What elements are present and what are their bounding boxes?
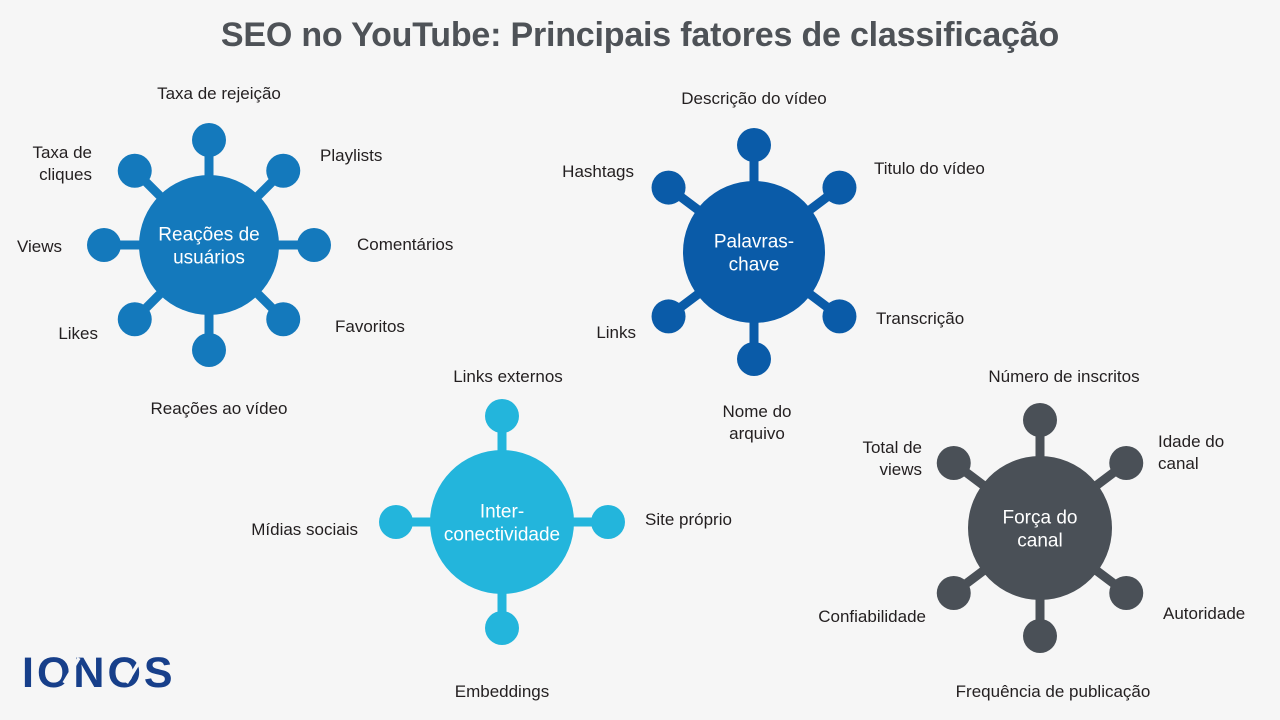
satellite-node[interactable] (117, 302, 152, 337)
hub-circle-reacoes-de-usuarios[interactable] (139, 175, 279, 315)
satellite-label: Reações ao vídeo (150, 399, 287, 418)
satellite-label: Links externos (453, 367, 563, 386)
satellite-node[interactable] (651, 299, 686, 334)
satellite-node[interactable] (192, 123, 226, 157)
satellite-label: Hashtags (562, 162, 634, 181)
hub-label-inter-conectividade: Inter-conectividade (444, 502, 560, 546)
satellite-label: Favoritos (335, 317, 405, 336)
satellite-label: Playlists (320, 146, 382, 165)
satellite-label: Número de inscritos (988, 367, 1139, 386)
satellite-label: Frequência de publicação (956, 682, 1151, 701)
satellite-label: Autoridade (1163, 604, 1245, 623)
satellite-node[interactable] (936, 446, 971, 481)
hub-label-palavras-chave: Palavras-chave (714, 232, 794, 276)
satellite-node[interactable] (737, 342, 771, 376)
hub-circle-inter-conectividade[interactable] (430, 450, 574, 594)
satellite-label: Links (596, 323, 636, 342)
satellite-label: Mídias sociais (251, 520, 358, 539)
satellite-label: Taxa de rejeição (157, 84, 281, 103)
satellite-node[interactable] (651, 170, 686, 205)
satellite-node[interactable] (936, 575, 971, 610)
satellite-label: Likes (58, 324, 98, 343)
page-title: SEO no YouTube: Principais fatores de cl… (220, 16, 1060, 54)
hub-circle-palavras-chave[interactable] (683, 181, 825, 323)
hub-circle-forca-do-canal[interactable] (968, 456, 1112, 600)
ionos-o-slash (124, 657, 144, 684)
satellite-label: Views (17, 237, 62, 256)
satellite-label: Titulo do vídeo (874, 159, 985, 178)
ionos-logo: IONOS (22, 649, 176, 697)
satellite-node[interactable] (117, 153, 152, 188)
satellite-node[interactable] (87, 228, 121, 262)
ionos-o-slash (62, 657, 81, 684)
satellite-label: Transcrição (876, 309, 964, 328)
satellite-label: Site próprio (645, 510, 732, 529)
satellite-node[interactable] (822, 170, 857, 205)
satellite-node[interactable] (737, 128, 771, 162)
satellite-node[interactable] (1109, 575, 1144, 610)
satellite-label: Embeddings (455, 682, 550, 701)
ionos-wordmark-text: IONOS (22, 649, 176, 697)
satellite-node[interactable] (1023, 619, 1057, 653)
satellite-node[interactable] (485, 399, 519, 433)
satellite-node[interactable] (266, 302, 301, 337)
satellite-node[interactable] (297, 228, 331, 262)
satellite-label: Comentários (357, 235, 453, 254)
satellite-node[interactable] (379, 505, 413, 539)
satellite-node[interactable] (1023, 403, 1057, 437)
satellite-label: Descrição do vídeo (681, 89, 827, 108)
satellite-node[interactable] (485, 611, 519, 645)
satellite-label: Confiabilidade (818, 607, 926, 626)
satellite-node[interactable] (1109, 446, 1144, 481)
satellite-node[interactable] (822, 299, 857, 334)
satellite-node[interactable] (591, 505, 625, 539)
satellite-node[interactable] (266, 153, 301, 188)
satellite-node[interactable] (192, 333, 226, 367)
